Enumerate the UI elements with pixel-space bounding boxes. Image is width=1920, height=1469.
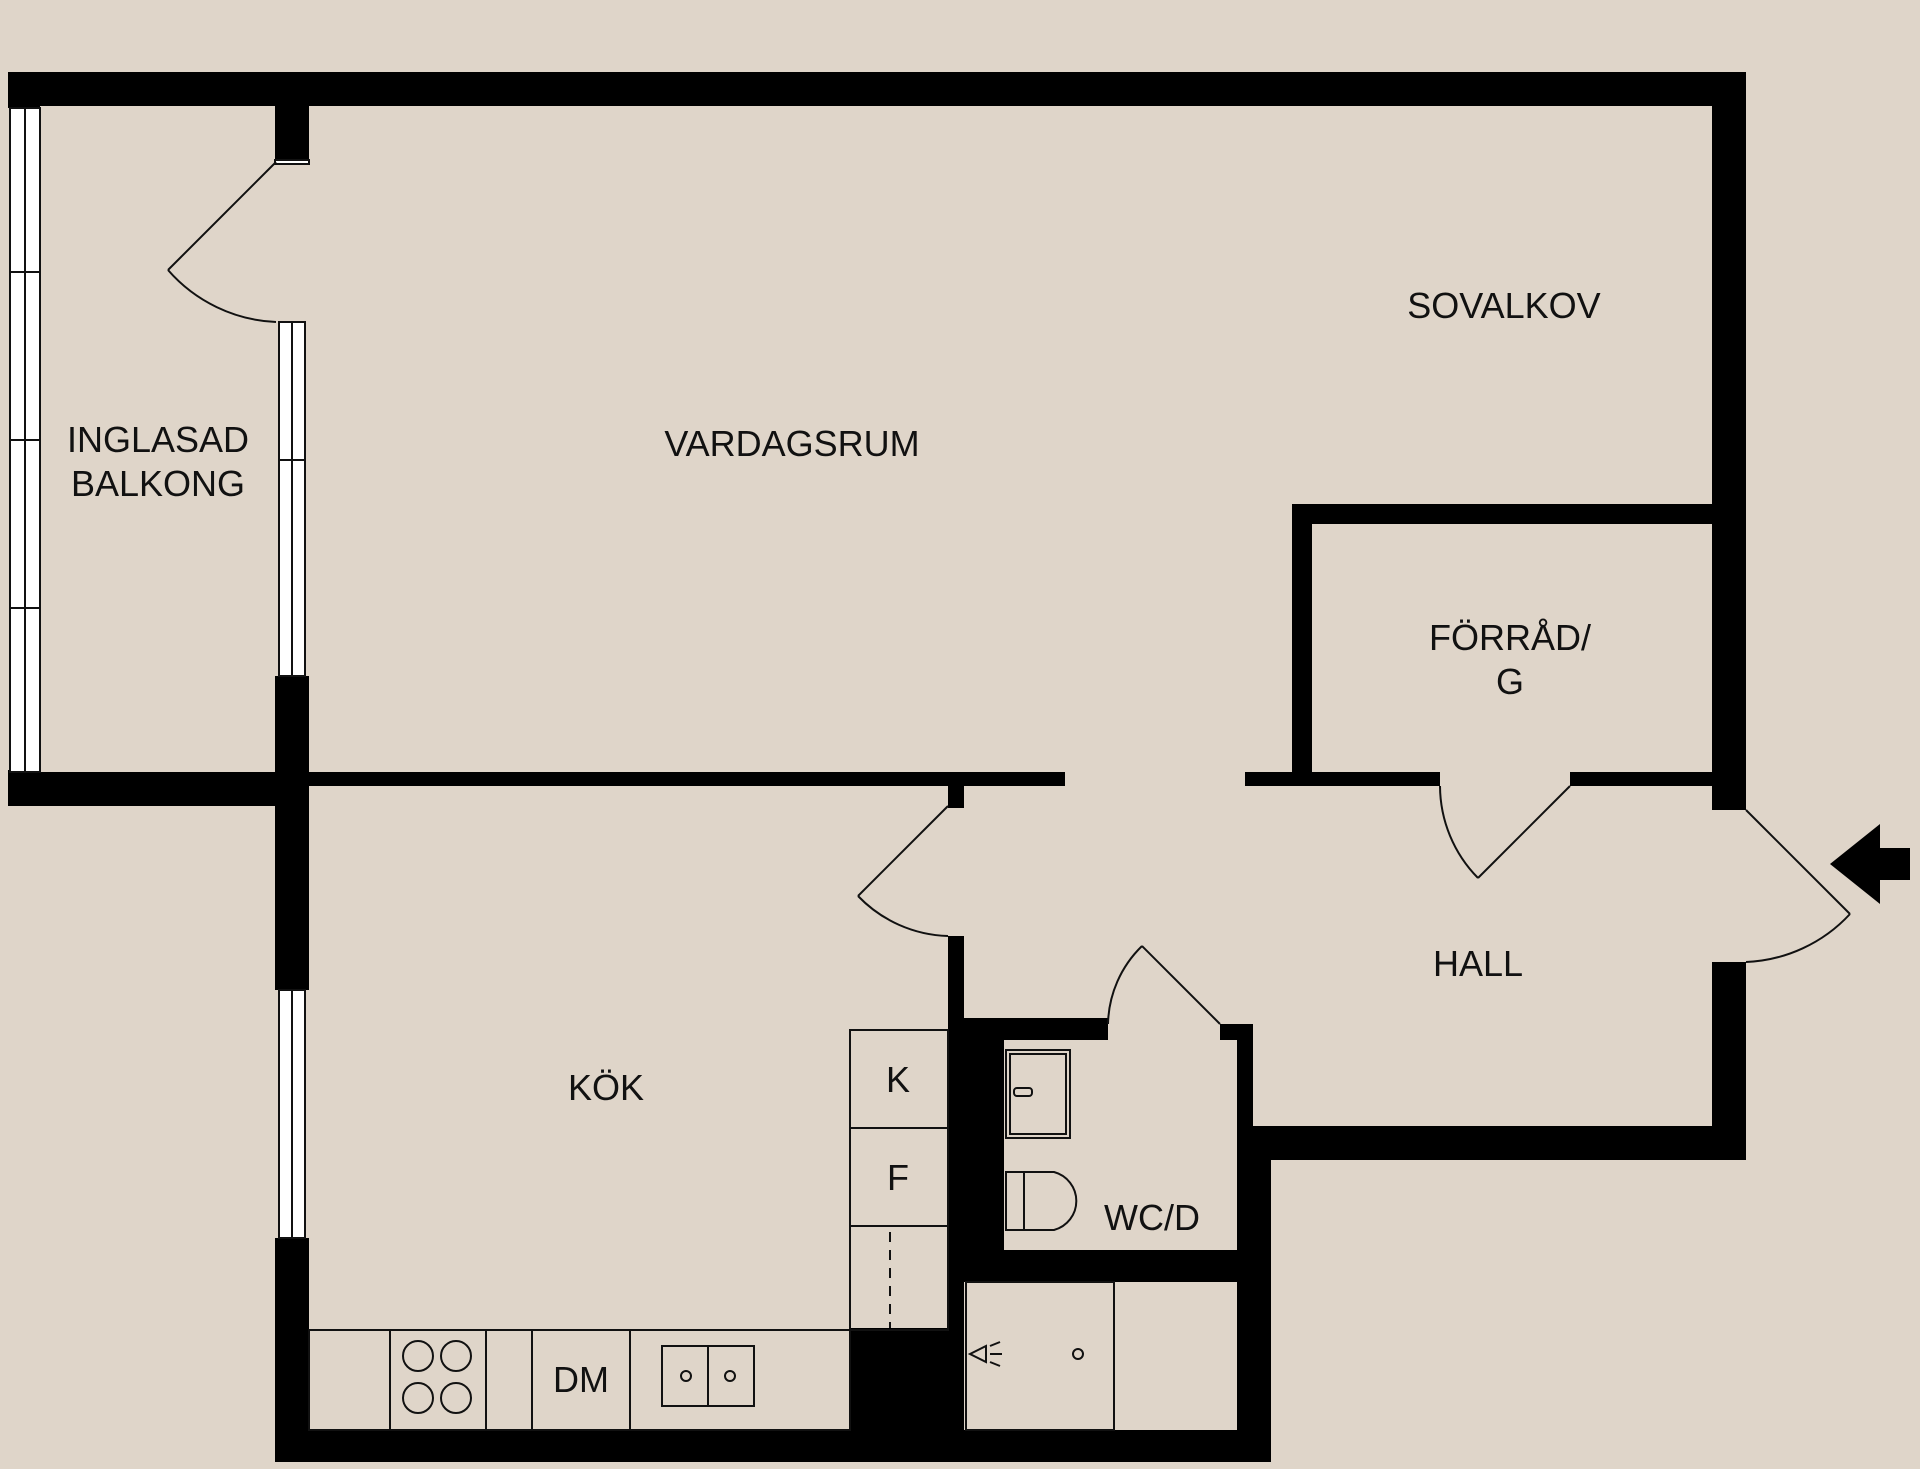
door-entrance xyxy=(1745,809,1851,963)
door-kitchen xyxy=(857,805,949,937)
washbasin-icon xyxy=(1005,1049,1071,1139)
wall-kitchen-bath-block xyxy=(948,1030,1004,1250)
bathroom-fixtures xyxy=(965,1049,1115,1431)
wall-bottom xyxy=(275,1430,1271,1462)
room-label-balcony-line2: BALKONG xyxy=(71,463,245,504)
room-label-balcony-line1: INGLASAD xyxy=(67,419,249,460)
wall-bottom-right xyxy=(1237,1126,1746,1160)
wall-balcony-left xyxy=(8,72,40,108)
wall-bath-right xyxy=(1237,1024,1253,1130)
wall-hall-storage-right xyxy=(1570,772,1746,786)
door-storage xyxy=(1439,785,1571,879)
wall-step xyxy=(1237,1126,1271,1462)
walls xyxy=(8,72,1746,1462)
wall-top xyxy=(8,72,1746,106)
room-label-storage-line2: G xyxy=(1496,661,1524,702)
wall-kitchen-bath-lower xyxy=(948,1250,964,1280)
toilet-icon xyxy=(1005,1171,1078,1231)
wall-hall-storage-left xyxy=(1245,772,1440,786)
wall-bath-shelf xyxy=(964,1250,1254,1282)
kitchen-counter xyxy=(308,1329,851,1431)
wall-kitchen-living xyxy=(275,772,1065,786)
fixture-label-dishwasher: DM xyxy=(553,1359,609,1400)
fixture-label-freezer: F xyxy=(887,1157,909,1198)
wall-divider-top xyxy=(275,72,309,162)
room-label-bathroom: WC/D xyxy=(1104,1197,1200,1238)
wall-kitchen-right xyxy=(948,936,964,1030)
stove-icon xyxy=(402,1340,472,1414)
room-label-storage-line1: FÖRRÅD/ xyxy=(1429,617,1591,658)
wall-storage-left xyxy=(1292,504,1312,786)
wall-left-kitchen-upper xyxy=(275,770,309,990)
door-bathroom xyxy=(1107,945,1221,1025)
door-balcony xyxy=(167,159,310,323)
entrance-arrow-icon xyxy=(1830,824,1910,904)
wall-storage-top xyxy=(1292,504,1746,524)
wall-kitchen-pillar-2 xyxy=(948,1280,964,1438)
shower-icon xyxy=(965,1281,1115,1431)
windows xyxy=(9,107,306,1239)
fixture-label-fridge: K xyxy=(886,1059,910,1100)
wall-right-upper xyxy=(1712,72,1746,810)
room-label-sleeping-alcove: SOVALKOV xyxy=(1407,285,1600,326)
wall-kitchen-right-stub xyxy=(948,786,964,808)
sink-icon xyxy=(661,1345,755,1407)
wall-divider-lower xyxy=(275,676,309,786)
room-label-kitchen: KÖK xyxy=(568,1067,644,1108)
room-label-living-room: VARDAGSRUM xyxy=(664,423,919,464)
wall-kitchen-pillar xyxy=(850,1328,948,1438)
wall-balcony-bottom xyxy=(8,772,308,806)
fridge-freezer-column xyxy=(849,1029,949,1331)
doors xyxy=(167,159,1851,1025)
room-label-hall: HALL xyxy=(1433,943,1523,984)
wall-left-kitchen-lower xyxy=(275,1238,309,1462)
